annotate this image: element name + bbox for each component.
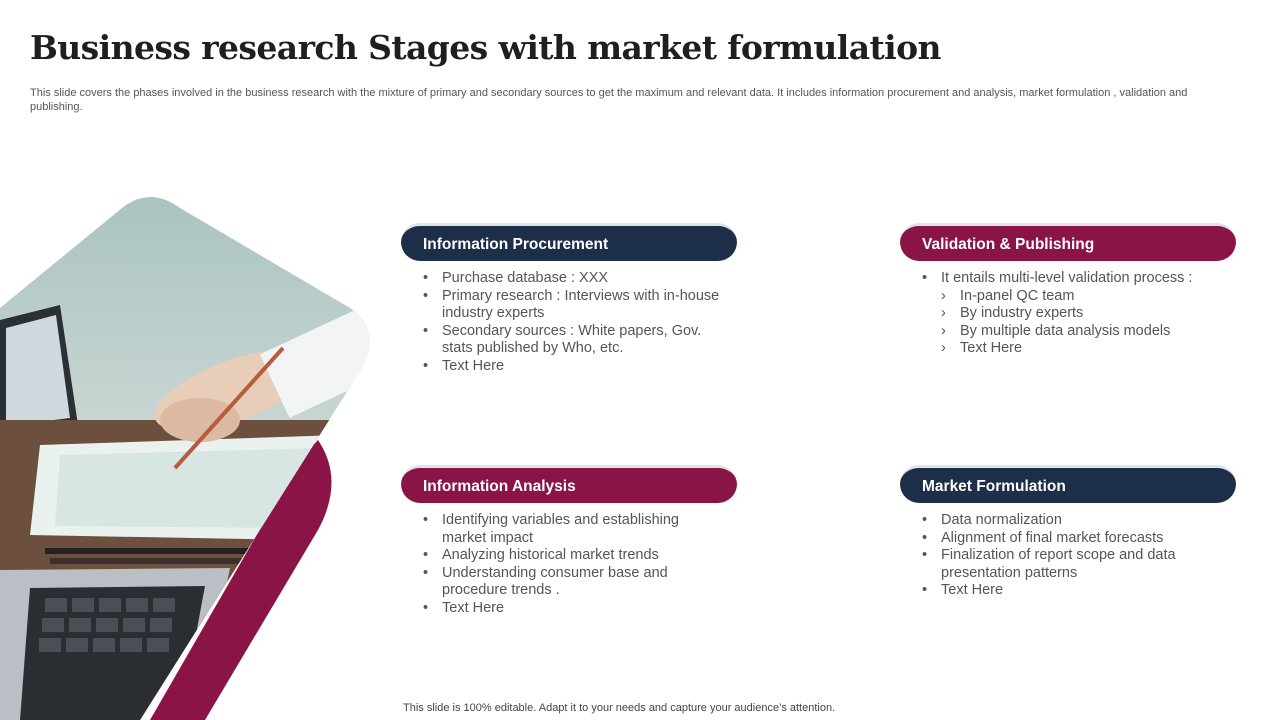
sub-list-item: In-panel QC team [922, 288, 1222, 306]
list-item: Understanding consumer base and procedur… [423, 565, 723, 600]
list-item: Purchase database : XXX [423, 270, 723, 288]
list-item: Text Here [922, 582, 1222, 600]
sub-list-item: By multiple data analysis models [922, 323, 1222, 341]
card-heading: Information Procurement [401, 223, 737, 261]
card-heading: Validation & Publishing [900, 223, 1236, 261]
laptop-desk-photo-icon [0, 197, 370, 720]
list-item: Alignment of final market forecasts [922, 530, 1222, 548]
list-item: Secondary sources : White papers, Gov. s… [423, 323, 723, 358]
list-item: Data normalization [922, 512, 1222, 530]
card-validation-publishing: Validation & Publishing It entails multi… [900, 223, 1236, 358]
list-item: Primary research : Interviews with in-ho… [423, 288, 723, 323]
sub-list-item: By industry experts [922, 305, 1222, 323]
sub-list-item: Text Here [922, 340, 1222, 358]
list-item: Identifying variables and establishing m… [423, 512, 723, 547]
card-heading: Information Analysis [401, 465, 737, 503]
decorative-photo-panel [0, 190, 380, 720]
list-item: Text Here [423, 358, 723, 376]
bullet-list: It entails multi-level validation proces… [900, 270, 1222, 358]
list-item: Finalization of report scope and data pr… [922, 547, 1222, 582]
page-title: Business research Stages with market for… [30, 28, 941, 67]
card-information-analysis: Information Analysis Identifying variabl… [401, 465, 737, 618]
crimson-band-shape-lower [150, 440, 332, 720]
card-market-formulation: Market Formulation Data normalization Al… [900, 465, 1236, 600]
bullet-list: Data normalization Alignment of final ma… [900, 512, 1222, 600]
bullet-list: Purchase database : XXX Primary research… [401, 270, 723, 376]
list-item: It entails multi-level validation proces… [922, 270, 1222, 288]
card-heading: Market Formulation [900, 465, 1236, 503]
footer-note: This slide is 100% editable. Adapt it to… [403, 702, 836, 714]
list-item: Text Here [423, 600, 723, 618]
card-information-procurement: Information Procurement Purchase databas… [401, 223, 737, 376]
slide-description: This slide covers the phases involved in… [30, 87, 1188, 113]
bullet-list: Identifying variables and establishing m… [401, 512, 723, 618]
list-item: Analyzing historical market trends [423, 547, 723, 565]
